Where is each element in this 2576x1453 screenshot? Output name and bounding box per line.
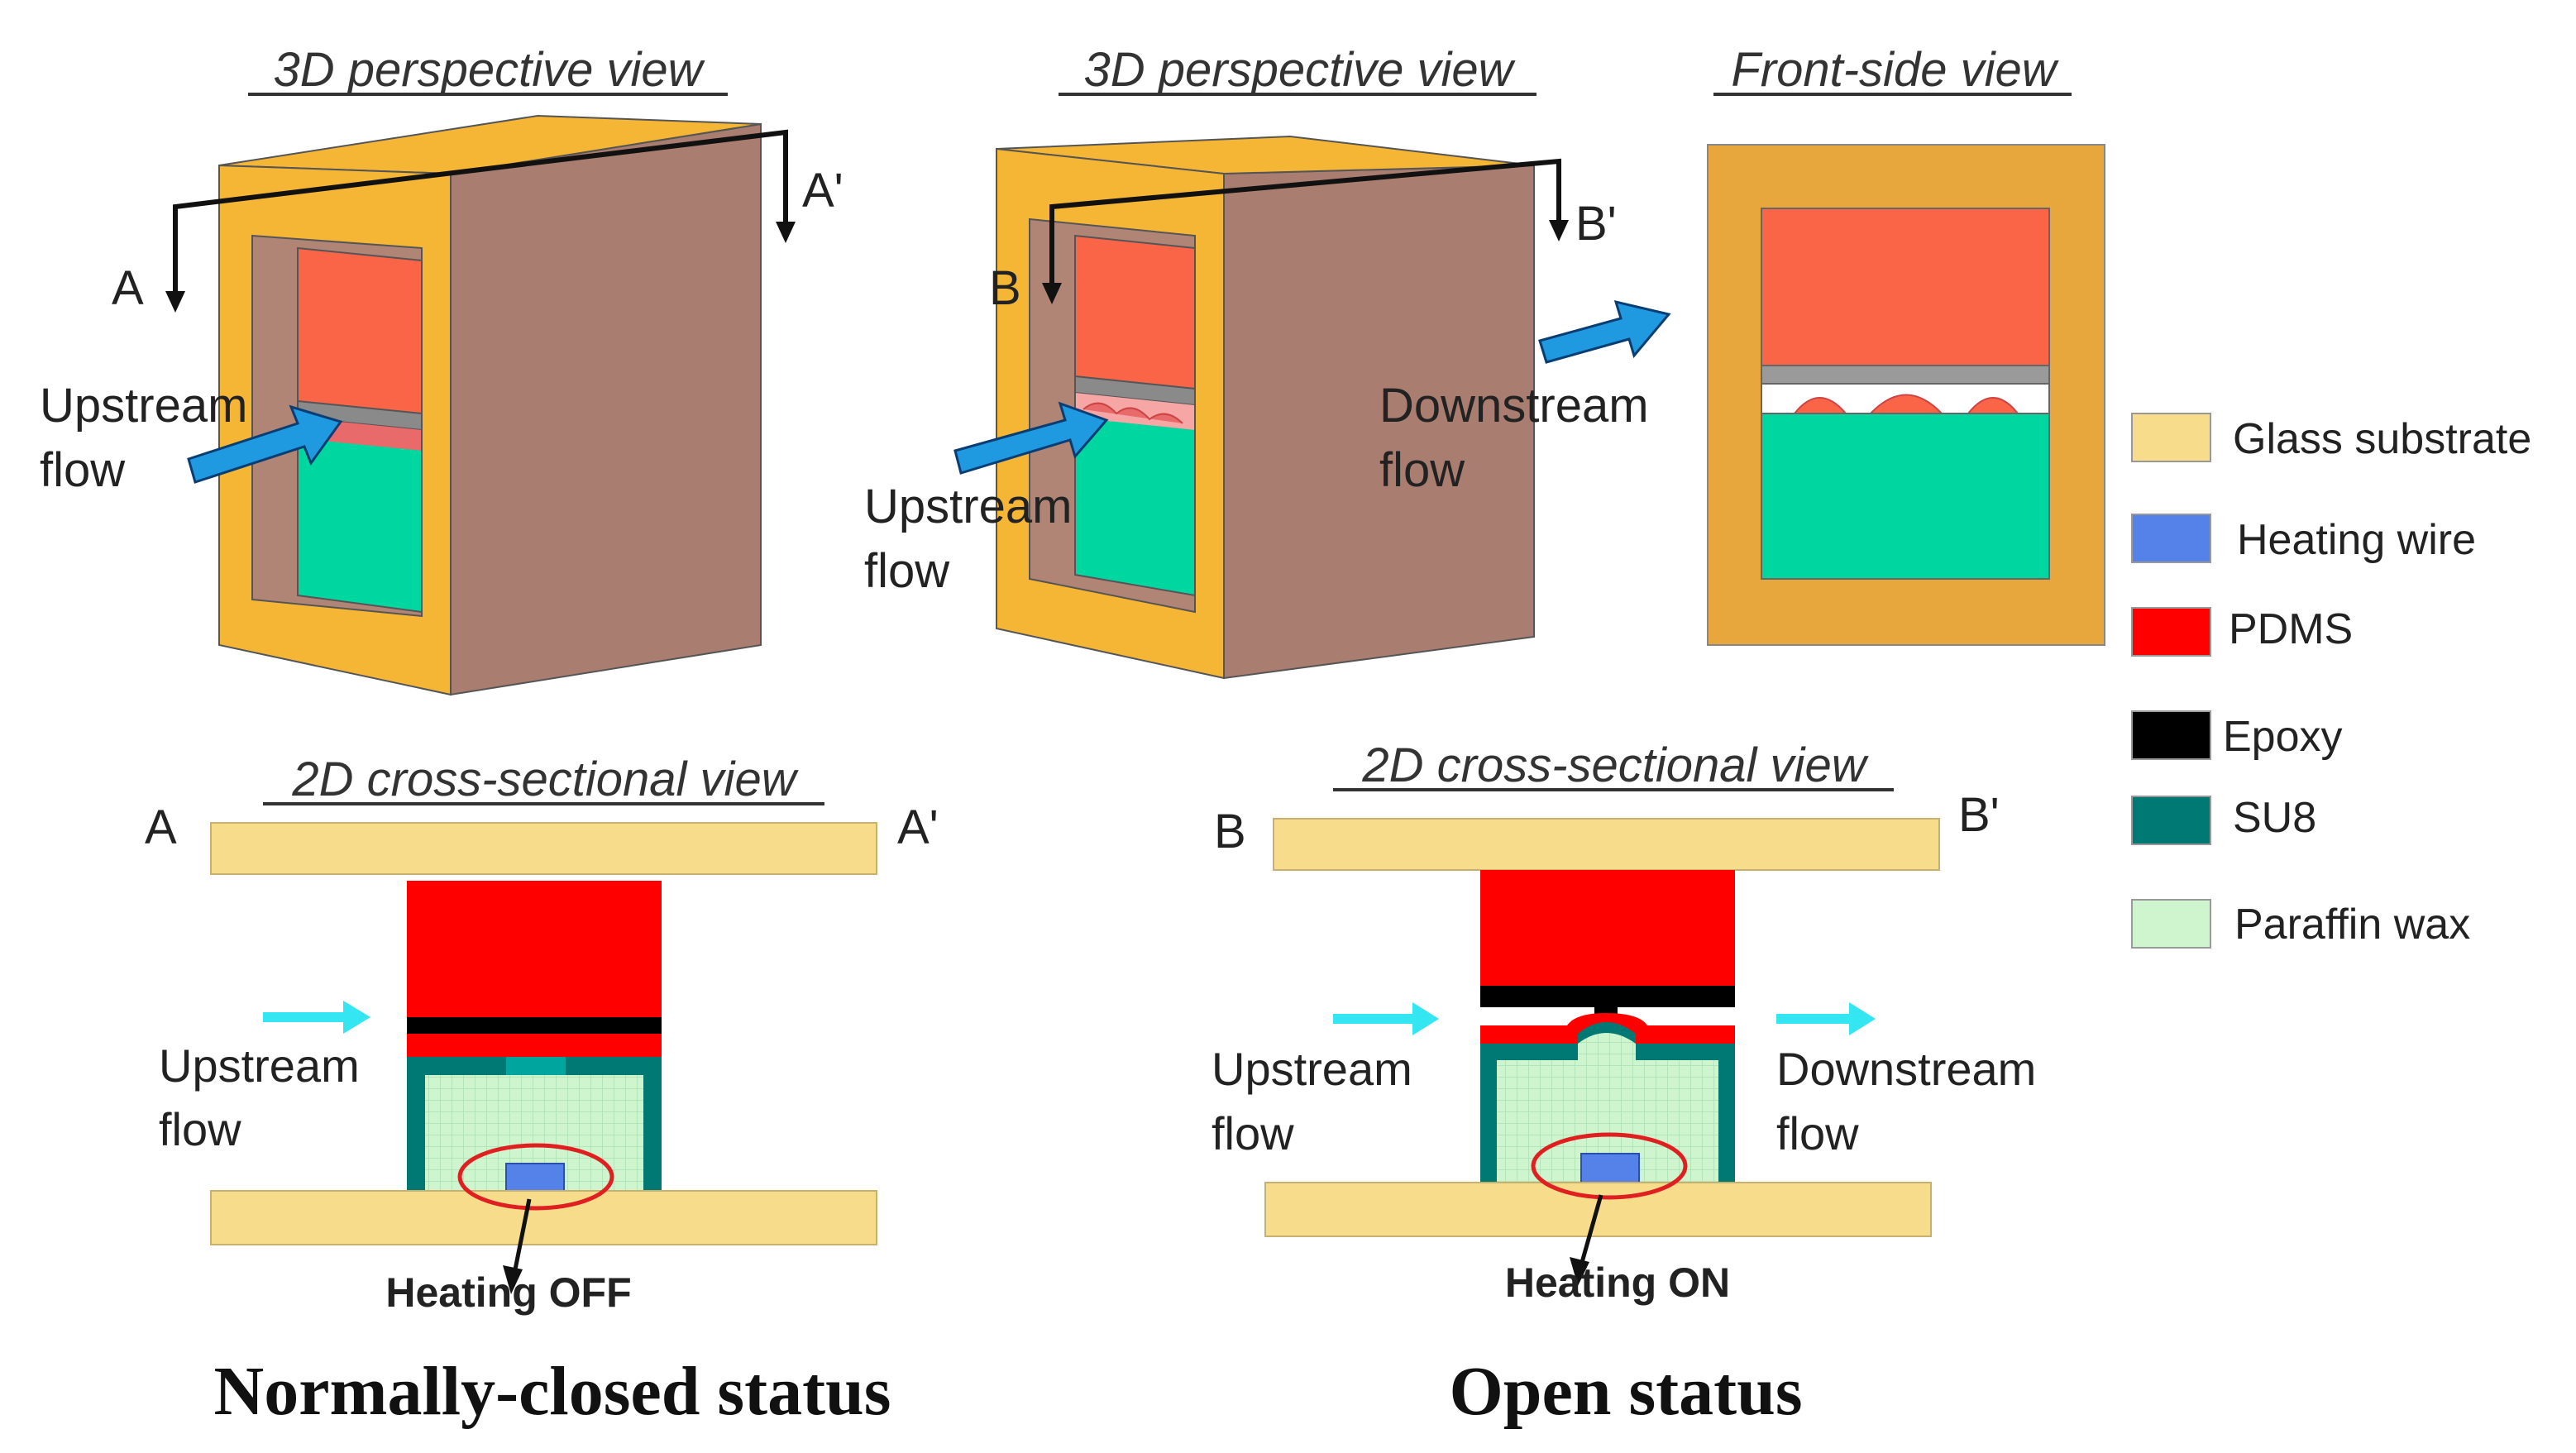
legend-swatch-heating-wire: [2131, 514, 2211, 563]
cut-label-start: B: [989, 261, 1021, 315]
legend-swatch-epoxy: [2131, 710, 2211, 760]
panel-cross-section-b: 2D cross-sectional view B B' Upstream fl…: [1212, 738, 2036, 1306]
upstream-label-line1: Upstream: [1212, 1043, 1412, 1095]
legend-label-pdms: PDMS: [2229, 605, 2353, 653]
heating-circle-icon: [457, 1143, 614, 1211]
flow-label-line2: flow: [40, 443, 126, 497]
flow-arrow-icon: [187, 404, 343, 484]
heating-wire: [1580, 1153, 1640, 1183]
legend-label-paraffin: Paraffin wax: [2234, 901, 2470, 949]
flow-arrow-icon: [1538, 299, 1671, 364]
device-side-face: [450, 122, 762, 696]
panel-title: 3D perspective view: [1084, 43, 1516, 97]
pdms-layer: [298, 248, 422, 413]
flow-label-line2: flow: [159, 1103, 241, 1155]
pointer-arrow-icon: [503, 1265, 523, 1294]
cut-arrow-end-icon: [776, 222, 796, 243]
upstream-label-line2: flow: [1212, 1107, 1294, 1159]
flow-label-line1: Upstream: [159, 1040, 360, 1092]
wax-bumps: [1792, 394, 2020, 414]
heating-circle-icon: [1531, 1132, 1688, 1200]
pdms-block: [1480, 870, 1735, 986]
channel-outline: [297, 246, 423, 614]
pointer-line: [1579, 1194, 1603, 1266]
panel-title: 2D cross-sectional view: [1361, 738, 1868, 792]
pointer-line: [512, 1198, 532, 1274]
glass-substrate-top: [210, 822, 877, 875]
legend-label-glass: Glass substrate: [2233, 415, 2531, 463]
cut-line: [173, 129, 788, 294]
pdms-layer: [1761, 208, 2050, 366]
legend-label-epoxy: Epoxy: [2223, 713, 2343, 761]
su8-walls: [407, 1057, 662, 1191]
pdms-block: [407, 881, 662, 1017]
su8-neck: [506, 1057, 566, 1075]
legend: Glass substrate Heating wire PDMS Epoxy …: [2131, 413, 2531, 949]
pdms-membrane: [407, 1034, 662, 1057]
pointer-arrow-icon: [1570, 1257, 1589, 1286]
epoxy-layer: [1761, 365, 2050, 385]
section-label-right: A': [897, 801, 939, 854]
legend-swatch-su8: [2131, 796, 2211, 845]
epoxy-layer: [407, 1017, 662, 1034]
status-caption-right: Open status: [1449, 1353, 1802, 1430]
status-caption-left: Normally-closed status: [214, 1353, 891, 1430]
panel-perspective-b: 3D perspective view B B' Upstream flow D…: [864, 43, 1671, 680]
upstream-label-line2: flow: [864, 544, 950, 598]
channel-outline: [1074, 234, 1196, 597]
flow-arrowhead-icon: [343, 1001, 370, 1034]
wax-layer: [1075, 418, 1195, 595]
cut-arrow-start-icon: [165, 291, 185, 313]
downstream-label-line1: Downstream: [1776, 1043, 2036, 1095]
wax-layer: [1761, 413, 2050, 580]
downstream-label-line2: flow: [1776, 1107, 1859, 1159]
flow-arrowhead-icon: [1849, 1002, 1876, 1035]
panel-front-view: Front-side view: [1707, 43, 2105, 646]
section-label-right: B': [1958, 788, 2000, 842]
panel-title: 3D perspective view: [274, 43, 705, 97]
legend-label-su8: SU8: [2233, 794, 2316, 842]
legend-swatch-paraffin: [2131, 899, 2211, 949]
cut-arrow-start-icon: [1042, 283, 1062, 304]
panel-title: Front-side view: [1731, 43, 2058, 97]
epoxy-layer: [1480, 986, 1735, 1007]
panel-cross-section-a: 2D cross-sectional view A A' Upstream fl…: [145, 753, 939, 1316]
glass-substrate-top: [1273, 818, 1940, 871]
pdms-layer: [1075, 236, 1195, 389]
heating-wire: [505, 1163, 565, 1192]
flow-label-line1: Upstream: [40, 379, 247, 433]
panel-title: 2D cross-sectional view: [291, 753, 798, 806]
cut-label-end: B': [1575, 197, 1617, 251]
cut-label-start: A: [112, 261, 144, 315]
cut-line: [1049, 158, 1561, 285]
legend-swatch-pdms: [2131, 607, 2211, 657]
downstream-label-line1: Downstream: [1379, 379, 1649, 433]
legend-swatch-glass: [2131, 413, 2211, 462]
section-label-left: B: [1214, 805, 1246, 858]
heating-status: Heating OFF: [385, 1269, 631, 1316]
wax-layer: [298, 438, 422, 612]
legend-label-heating-wire: Heating wire: [2237, 516, 2476, 564]
cut-label-end: A': [802, 164, 844, 217]
wax-bumps: [1082, 402, 1183, 424]
upstream-label-line1: Upstream: [864, 480, 1072, 533]
panel-perspective-a: 3D perspective view A A' Upstream flow: [40, 43, 844, 696]
heating-status: Heating ON: [1505, 1259, 1730, 1306]
downstream-label-line2: flow: [1379, 443, 1465, 497]
flow-arrow-icon: [953, 401, 1109, 475]
glass-substrate-bottom: [210, 1190, 877, 1245]
section-label-left: A: [145, 801, 177, 854]
flow-arrowhead-icon: [1412, 1002, 1439, 1035]
cut-arrow-end-icon: [1549, 220, 1569, 241]
